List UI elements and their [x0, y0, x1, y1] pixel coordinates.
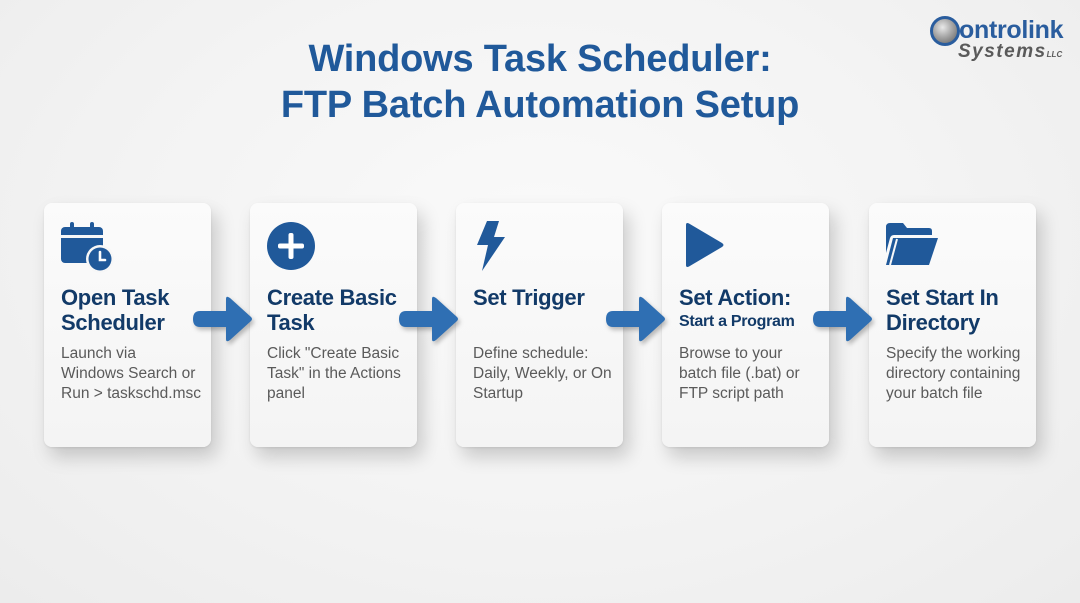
logo-wordmark-top: ontrolink [959, 16, 1064, 44]
step-description: Click "Create Basic Task" in the Actions… [267, 345, 401, 402]
step-description: Define schedule: Daily, Weekly, or On St… [473, 345, 612, 402]
step-card-set-trigger: Set Trigger Define schedule: Daily, Week… [456, 203, 623, 447]
step-card-set-start-in-directory: Set Start In Directory Specify the worki… [869, 203, 1036, 447]
step-description: Specify the working directory containing… [886, 345, 1021, 402]
calendar-clock-icon [61, 222, 114, 273]
step-title-main: Set Action: [679, 285, 791, 310]
step-card-create-basic-task: Create Basic Task Click "Create Basic Ta… [250, 203, 417, 447]
arrow-right-icon [399, 296, 458, 342]
arrow-right-icon [193, 296, 252, 342]
folder-open-icon [886, 223, 938, 266]
step-title: Open Task Scheduler [61, 285, 170, 335]
step-card-set-action: Set Action: Start a Program Browse to yo… [662, 203, 829, 447]
logo-globe-icon [930, 16, 960, 46]
lightning-bolt-icon [477, 221, 505, 271]
logo-systems-text: Systems [958, 41, 1047, 62]
company-logo: ontrolink SystemsLLC [928, 14, 1068, 68]
step-description: Launch via Windows Search or Run > tasks… [61, 345, 201, 402]
arrow-right-icon [606, 296, 665, 342]
step-title: Set Start In Directory [886, 285, 999, 335]
logo-llc-text: LLC [1046, 50, 1063, 59]
step-title: Set Trigger [473, 285, 585, 310]
step-subtitle: Start a Program [679, 313, 795, 330]
page-title: Windows Task Scheduler: FTP Batch Automa… [0, 36, 1080, 128]
step-title: Set Action: Start a Program [679, 285, 821, 333]
title-line-1: Windows Task Scheduler: [308, 38, 772, 80]
title-line-2: FTP Batch Automation Setup [280, 84, 800, 126]
step-title: Create Basic Task [267, 285, 397, 335]
step-description: Browse to your batch file (.bat) or FTP … [679, 345, 800, 402]
play-icon [686, 223, 724, 267]
plus-circle-icon [267, 222, 315, 270]
arrow-right-icon [813, 296, 872, 342]
logo-wordmark-bottom: SystemsLLC [958, 42, 1062, 65]
step-card-open-task-scheduler: Open Task Scheduler Launch via Windows S… [44, 203, 211, 447]
